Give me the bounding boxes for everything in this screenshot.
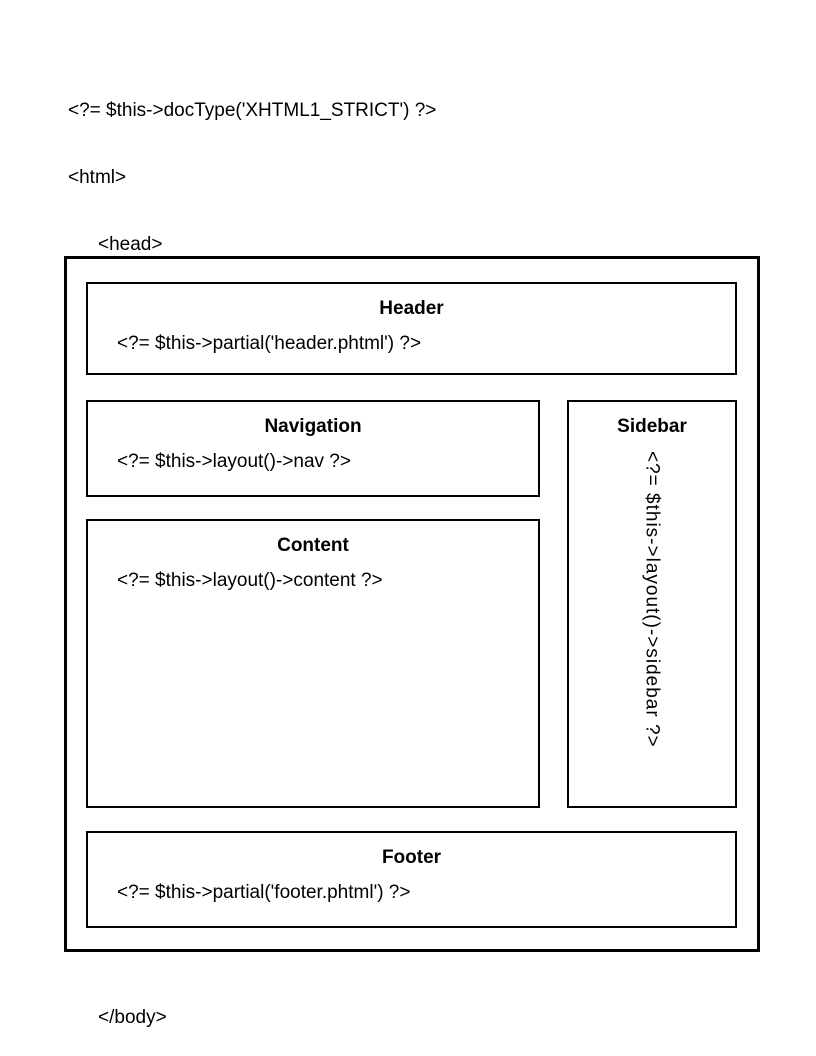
- footer-box-code: <?= $this->partial('footer.phtml') ?>: [117, 882, 411, 903]
- footer-box-title: Footer: [381, 847, 442, 868]
- header-box-code: <?= $this->partial('header.phtml') ?>: [117, 333, 422, 354]
- navigation-box: Navigation <?= $this->layout()->nav ?>: [86, 400, 540, 497]
- content-box-title: Content: [277, 535, 349, 556]
- sidebar-box: Sidebar <?= $this->layout()->sidebar ?>: [567, 400, 737, 808]
- code-line-html-open: <html>: [68, 167, 127, 188]
- footer-box: Footer <?= $this->partial('footer.phtml'…: [86, 831, 737, 928]
- code-line-body-close: </body>: [98, 1007, 167, 1028]
- navigation-box-title: Navigation: [264, 416, 362, 437]
- content-box-code: <?= $this->layout()->content ?>: [117, 570, 383, 591]
- php-template-source-bottom: </body> </html>: [68, 962, 167, 1056]
- sidebar-box-title: Sidebar: [617, 416, 687, 437]
- content-box: Content <?= $this->layout()->content ?>: [86, 519, 540, 808]
- sidebar-box-code-vertical: <?= $this->layout()->sidebar ?>: [641, 451, 663, 748]
- navigation-box-code: <?= $this->layout()->nav ?>: [117, 451, 351, 472]
- header-box: Header <?= $this->partial('header.phtml'…: [86, 282, 737, 375]
- header-box-title: Header: [379, 298, 444, 319]
- code-line-doctype: <?= $this->docType('XHTML1_STRICT') ?>: [68, 100, 437, 121]
- code-line-head-open: <head>: [98, 234, 163, 255]
